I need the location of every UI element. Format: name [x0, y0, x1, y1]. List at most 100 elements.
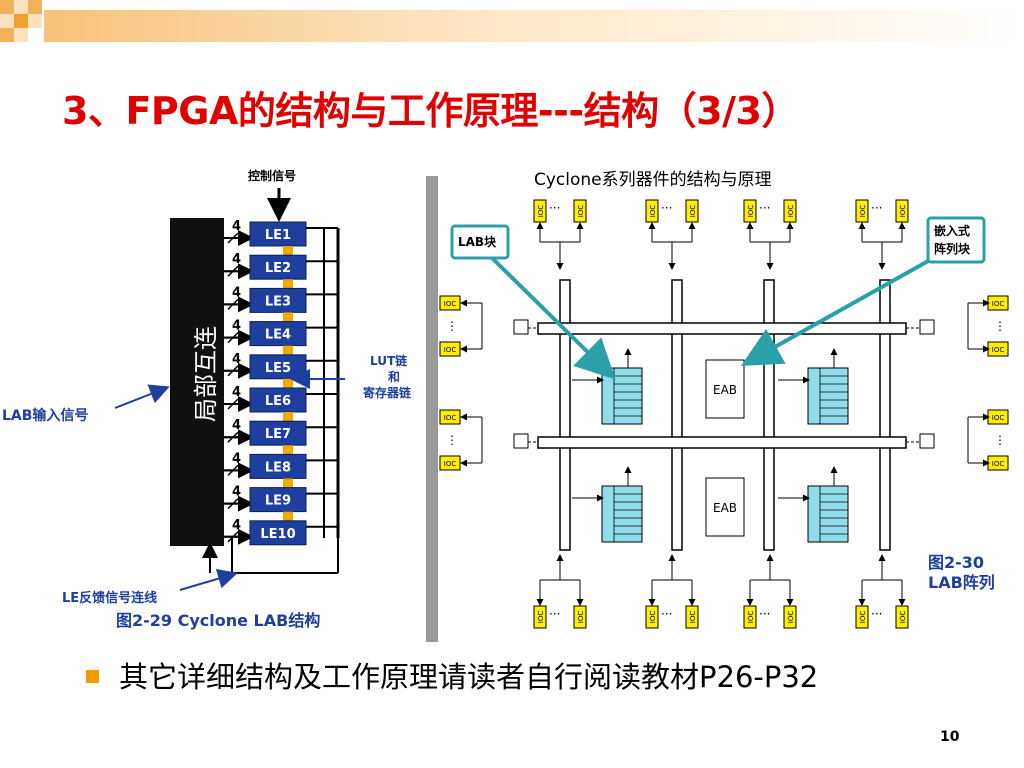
le-block — [249, 321, 307, 347]
le-block — [249, 221, 307, 247]
array-figure-title: Cyclone系列器件的结构与原理 — [534, 170, 772, 190]
ioc-label: IOC — [859, 611, 867, 624]
eab-block — [705, 477, 745, 537]
svg-text:···: ··· — [661, 201, 672, 215]
feedback-label: LE反馈信号连线 — [62, 590, 157, 606]
lab-structure-figure: 控制信号 局部互连 4LE14LE24LE34LE44LE54LE64LE74L… — [2, 165, 428, 639]
svg-text:···: ··· — [549, 607, 560, 621]
lab-figure-caption: 图2-29 Cyclone LAB结构 — [116, 611, 320, 630]
figure-divider — [426, 176, 438, 642]
lab-block — [807, 485, 849, 543]
ioc-block — [645, 605, 659, 629]
pin-box — [919, 319, 935, 335]
array-caption-line2: LAB阵列 — [928, 573, 995, 592]
bullet-text: 其它详细结构及工作原理请读者自行阅读教材P26-P32 — [119, 660, 819, 694]
chain-connector — [283, 345, 293, 355]
chain-connector — [283, 312, 293, 322]
chain-connector — [283, 445, 293, 455]
le-block — [249, 254, 307, 280]
ioc-label: IOC — [689, 205, 697, 218]
le-label: LE1 — [265, 228, 291, 243]
le-label: LE6 — [265, 394, 291, 409]
ioc-label: IOC — [992, 346, 1005, 354]
le-label: LE8 — [265, 460, 291, 475]
input-width-label: 4 — [232, 385, 241, 400]
pin-box — [919, 433, 935, 449]
input-width-label: 4 — [232, 418, 241, 433]
svg-text:嵌入式: 嵌入式 — [934, 223, 970, 238]
ioc-label: IOC — [899, 205, 907, 218]
bullet-icon — [86, 669, 99, 683]
le-block — [249, 453, 307, 479]
register-chain-label: 寄存器链 — [363, 385, 412, 400]
input-width-label: 4 — [232, 285, 241, 300]
page-number: 10 — [940, 729, 960, 745]
svg-text:⋮: ⋮ — [994, 433, 1006, 447]
ioc-label: IOC — [537, 205, 545, 218]
ioc-label: IOC — [649, 205, 657, 218]
input-width-label: 4 — [232, 319, 241, 334]
ioc-block — [533, 605, 547, 629]
svg-text:⋮: ⋮ — [446, 433, 458, 447]
ioc-label: IOC — [747, 205, 755, 218]
ioc-label: IOC — [537, 611, 545, 624]
svg-text:···: ··· — [871, 607, 882, 621]
routing-column — [879, 279, 891, 551]
chain-connector — [283, 246, 293, 255]
ioc-label: IOC — [992, 414, 1005, 422]
le-block — [249, 287, 307, 313]
routing-column — [559, 279, 571, 551]
le-label: LE9 — [265, 494, 291, 509]
le-label: LE3 — [265, 294, 291, 309]
array-caption-line1: 图2-30 — [928, 553, 984, 572]
svg-text:阵列块: 阵列块 — [934, 241, 971, 256]
ioc-block — [855, 605, 869, 629]
lab-input-label: LAB输入信号 — [2, 407, 88, 424]
routing-row — [537, 436, 907, 449]
ioc-label: IOC — [444, 414, 457, 422]
local-interconnect-bar — [170, 218, 224, 546]
pin-box — [513, 433, 529, 449]
routing-column — [671, 279, 683, 551]
input-width-label: 4 — [232, 451, 241, 466]
ioc-block — [685, 605, 699, 629]
chain-connector — [283, 511, 293, 521]
routing-row — [537, 322, 907, 335]
le-label: LE5 — [265, 361, 291, 376]
chain-connector — [283, 412, 293, 421]
ioc-block — [743, 605, 757, 629]
chain-connector — [283, 478, 293, 488]
svg-text:···: ··· — [871, 201, 882, 215]
lab-block — [601, 485, 643, 543]
ioc-label: IOC — [444, 346, 457, 354]
input-width-label: 4 — [232, 252, 241, 267]
svg-text:···: ··· — [759, 607, 770, 621]
ioc-label: IOC — [444, 460, 457, 468]
eab-block — [705, 359, 745, 419]
svg-text:⋮: ⋮ — [994, 319, 1006, 333]
routing-column — [763, 279, 775, 551]
chain-connector — [283, 378, 293, 388]
control-signal-label: 控制信号 — [248, 168, 296, 183]
local-interconnect-label: 局部互连 — [192, 326, 220, 422]
svg-text:···: ··· — [759, 201, 770, 215]
ioc-block — [895, 605, 909, 629]
ioc-label: IOC — [899, 611, 907, 624]
svg-text:···: ··· — [661, 607, 672, 621]
ioc-label: IOC — [577, 205, 585, 218]
header-band — [44, 10, 1024, 42]
le-block — [249, 520, 307, 546]
ioc-label: IOC — [649, 611, 657, 624]
ioc-label: IOC — [787, 205, 795, 218]
ioc-label: IOC — [992, 300, 1005, 308]
chain-connector — [283, 279, 293, 289]
le-label: LE7 — [265, 427, 291, 442]
eab-label: EAB — [713, 501, 737, 515]
le-label: LE4 — [265, 328, 291, 343]
lab-callout — [450, 224, 510, 260]
le-block — [249, 487, 307, 513]
svg-text:⋮: ⋮ — [446, 319, 458, 333]
lut-chain-label: LUT链 — [370, 353, 408, 368]
input-width-label: 4 — [232, 485, 241, 500]
